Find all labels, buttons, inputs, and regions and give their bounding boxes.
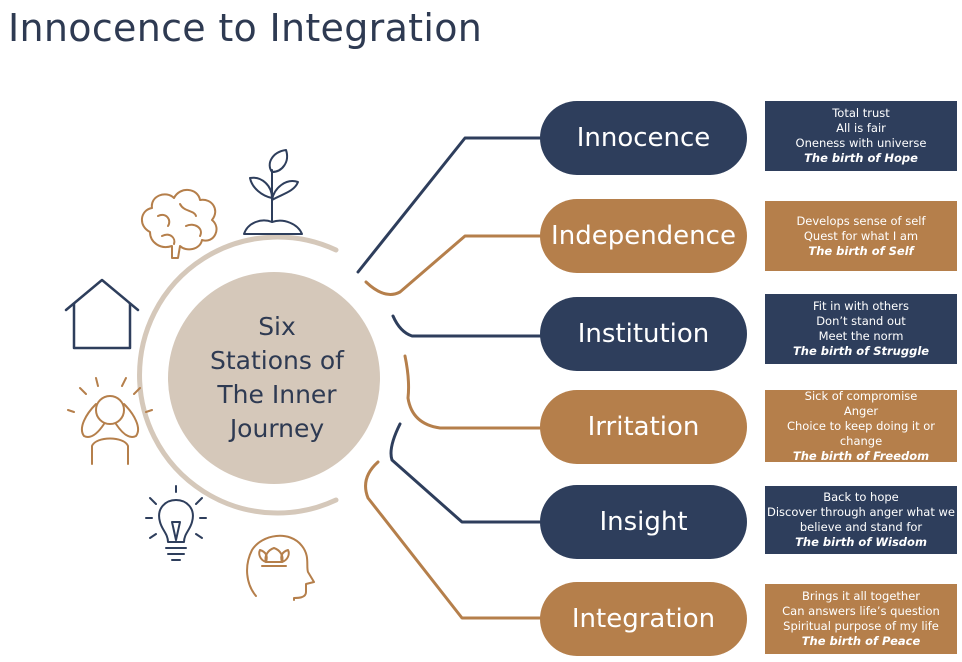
connector-integration: [364, 460, 542, 620]
connector-irritation: [403, 354, 542, 430]
sprout-icon: [243, 149, 303, 235]
station-details-irritation: Sick of compromise Anger Choice to keep …: [765, 388, 957, 463]
connector-innocence: [356, 136, 542, 274]
detail-line: Brings it all together: [801, 589, 921, 603]
birth-line: The birth of Peace: [801, 634, 921, 648]
house-icon: [64, 278, 140, 350]
station-details-independence: Develops sense of self Quest for what I …: [765, 201, 957, 271]
stressed-person-icon: [67, 377, 153, 465]
detail-line: change: [839, 433, 883, 448]
detail-line: Develops sense of self: [796, 213, 926, 228]
detail-line: Oneness with universe: [795, 136, 927, 150]
station-details-insight: Back to hope Discover through anger what…: [765, 486, 957, 554]
page-title: Innocence to Integration: [8, 6, 483, 50]
detail-line: Can answers life’s question: [782, 604, 940, 618]
connector-insight: [389, 422, 542, 524]
center-line: Stations of: [210, 346, 344, 375]
birth-line: The birth of Wisdom: [795, 535, 927, 549]
center-line: Six: [258, 312, 296, 341]
detail-line: Meet the norm: [818, 329, 904, 343]
detail-line: Sick of compromise: [804, 388, 918, 403]
detail-line: Back to hope: [823, 490, 899, 504]
detail-line: Discover through anger what we: [767, 505, 955, 519]
center-circle: [168, 272, 380, 484]
connector-institution: [391, 314, 542, 338]
station-pill-irritation: Irritation: [540, 390, 747, 464]
station-details-innocence: Total trust All is fair Oneness with uni…: [765, 101, 957, 171]
station-pill-institution: Institution: [540, 297, 747, 371]
station-pill-integration: Integration: [540, 582, 747, 656]
detail-line: Spiritual purpose of my life: [783, 619, 939, 633]
birth-line: The birth of Freedom: [792, 448, 930, 463]
detail-line: believe and stand for: [799, 520, 923, 534]
birth-line: The birth of Hope: [804, 151, 918, 165]
center-line: The Inner: [217, 380, 337, 409]
birth-line: The birth of Struggle: [792, 344, 930, 358]
detail-line: Choice to keep doing it or: [786, 418, 936, 433]
detail-line: Anger: [843, 403, 879, 418]
station-pill-innocence: Innocence: [540, 101, 747, 175]
outer-ring-arc: [137, 234, 339, 516]
station-pill-insight: Insight: [540, 485, 747, 559]
lightbulb-icon: [145, 485, 207, 561]
connector-independence: [364, 234, 542, 296]
detail-line: Fit in with others: [813, 299, 909, 313]
center-label: Six Stations of The Inner Journey: [170, 310, 384, 446]
detail-line: Total trust: [832, 106, 890, 120]
brain-icon: [141, 189, 218, 259]
detail-line: Quest for what I am: [803, 228, 919, 243]
detail-line: All is fair: [836, 121, 886, 135]
center-line: Journey: [229, 414, 325, 443]
detail-line: Don’t stand out: [816, 314, 906, 328]
birth-line: The birth of Self: [808, 243, 914, 258]
station-details-institution: Fit in with others Don’t stand out Meet …: [765, 294, 957, 364]
station-details-integration: Brings it all together Can answers life’…: [765, 584, 957, 654]
lotus-head-icon: [246, 534, 315, 601]
station-pill-independence: Independence: [540, 199, 747, 273]
